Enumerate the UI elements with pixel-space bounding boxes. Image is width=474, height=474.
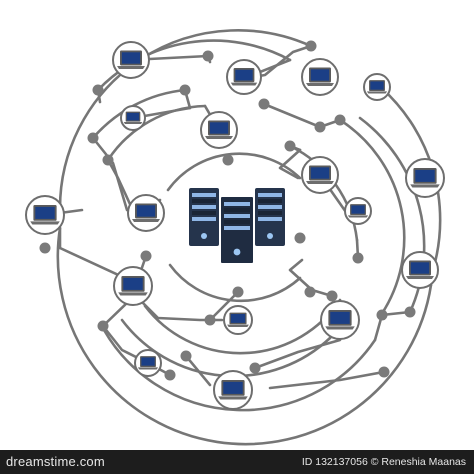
laptop-icon — [306, 67, 334, 86]
junction-node — [202, 50, 214, 62]
outer-ring-arc-bottom — [56, 226, 433, 446]
laptop-icon — [347, 204, 369, 218]
laptop-node — [226, 59, 262, 95]
laptop-node — [25, 195, 65, 235]
laptop-icon — [137, 356, 159, 370]
laptop-icon — [123, 111, 143, 124]
junction-node — [102, 154, 114, 166]
laptop-node — [134, 349, 162, 377]
laptop-icon — [218, 379, 248, 400]
junction-node — [92, 84, 104, 96]
watermark-footer: dreamstime.com ID 132137056 © Reneshia M… — [0, 450, 474, 474]
laptop-icon — [366, 80, 388, 94]
laptop-icon — [406, 260, 434, 279]
laptop-node — [200, 111, 238, 149]
junction-node — [314, 121, 326, 133]
junction-node — [404, 306, 416, 318]
junction-node — [222, 154, 234, 166]
junction-node — [140, 250, 152, 262]
junction-node — [378, 366, 390, 378]
laptop-icon — [132, 203, 160, 222]
laptop-icon — [410, 167, 440, 188]
laptop-icon — [205, 120, 233, 139]
ring5-arc-top — [166, 152, 302, 192]
ring4-arc-left — [106, 104, 207, 162]
laptop-node — [120, 105, 146, 131]
image-id-credit: ID 132137056 © Reneshia Maanas — [301, 456, 466, 468]
laptop-node — [213, 370, 253, 410]
junction-node — [180, 350, 192, 362]
laptop-node — [112, 41, 150, 79]
laptop-node — [301, 156, 339, 194]
ring2-arc-bottom — [102, 328, 377, 412]
laptop-node — [301, 58, 339, 96]
junction-node — [204, 314, 216, 326]
laptop-node — [344, 197, 372, 225]
laptop-node — [113, 266, 153, 306]
laptop-icon — [117, 50, 145, 69]
junction-node — [258, 98, 270, 110]
junction-node — [97, 320, 109, 332]
junction-node — [87, 132, 99, 144]
junction-node — [352, 252, 364, 264]
junction-node — [249, 362, 261, 374]
junction-node — [179, 84, 191, 96]
server-rack-icon — [189, 188, 285, 265]
laptop-icon — [227, 312, 249, 327]
junction-node — [304, 286, 316, 298]
junction-node — [326, 290, 338, 302]
laptop-node — [127, 194, 165, 232]
laptop-node — [320, 300, 360, 340]
client-laptops — [25, 41, 445, 410]
junction-node — [376, 309, 388, 321]
laptop-icon — [30, 204, 60, 225]
junction-node — [284, 140, 296, 152]
laptop-icon — [230, 68, 258, 86]
junction-node — [305, 40, 317, 52]
junction-node — [39, 242, 51, 254]
laptop-node — [363, 73, 391, 101]
ring5-arc-bottom — [168, 263, 302, 303]
junction-node — [334, 114, 346, 126]
laptop-icon — [306, 165, 334, 184]
laptop-node — [405, 158, 445, 198]
junction-node — [164, 369, 176, 381]
laptop-icon — [325, 309, 355, 330]
laptop-node — [401, 251, 439, 289]
ring4-arc-bottom — [143, 298, 342, 355]
laptop-icon — [118, 275, 148, 296]
junction-node — [294, 232, 306, 244]
ring3-arc-right — [338, 118, 406, 317]
watermark-brand: dreamstime.com — [6, 454, 105, 469]
junction-node — [232, 286, 244, 298]
laptop-node — [223, 305, 253, 335]
